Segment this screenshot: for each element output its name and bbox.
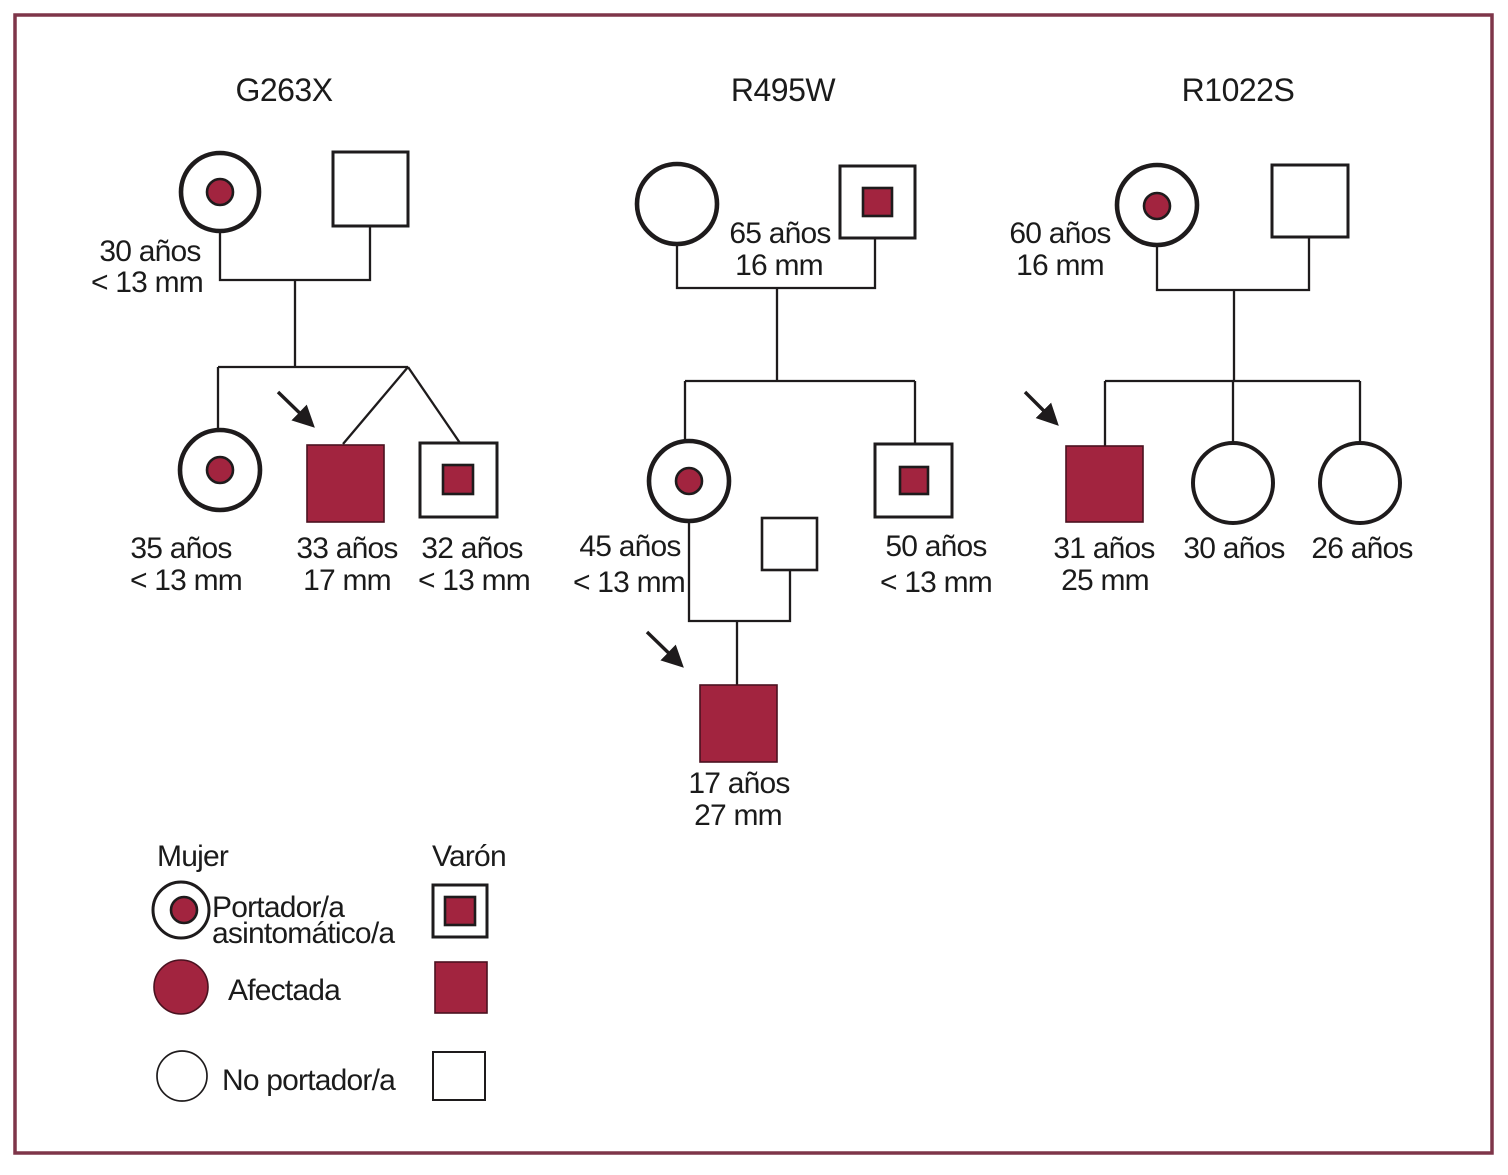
proband-arrow-icon [1023,390,1059,426]
age-label: 65 años [729,217,830,250]
legend-label: asintomático/a [212,917,395,950]
size-label: < 13 mm [130,564,242,597]
carrier-female-symbol [646,438,732,524]
affected-female-icon [153,959,209,1015]
age-label: 32 años [421,532,522,565]
legend: Mujer Varón Portador/a asintomático/a Af… [151,840,507,1102]
noncarrier-female-symbol [1318,441,1402,525]
noncarrier-male-symbol [331,150,410,228]
marriage-line [687,522,792,623]
size-label: 16 mm [735,249,823,282]
noncarrier-male-symbol [1270,163,1350,239]
age-label: 26 años [1311,532,1412,565]
pedigree-title: R495W [731,72,837,108]
age-label: 60 años [1009,217,1110,250]
carrier-dot-icon [674,466,704,496]
legend-label: Afectada [228,974,341,1007]
age-label: 33 años [296,532,397,565]
child-drop-line [342,366,409,445]
legend-label: No portador/a [222,1064,396,1097]
size-label: 17 mm [303,564,391,597]
noncarrier-male-icon [432,1051,486,1101]
legend-row-noncarrier: No portador/a [156,1050,486,1102]
pedigree-title: G263X [235,72,332,108]
noncarrier-female-icon [156,1050,208,1102]
size-label: < 13 mm [418,564,530,597]
marriage-line [218,226,372,282]
figure-border [13,13,1494,1155]
age-label: 45 años [579,530,680,563]
age-label: 31 años [1053,532,1154,565]
age-label: 50 años [885,530,986,563]
carrier-dot-icon [205,455,235,485]
size-label: 25 mm [1061,564,1149,597]
carrier-square-icon [861,186,894,218]
affected-male-symbol [306,444,385,523]
carrier-female-symbol [177,427,263,513]
affected-male-icon [434,961,488,1014]
carrier-square-icon [443,895,477,927]
age-label: 35 años [130,532,231,565]
pedigree-title: R1022S [1182,72,1295,108]
carrier-male-symbol [873,442,954,519]
size-label: 16 mm [1016,249,1104,282]
carrier-dot-icon [169,895,199,925]
noncarrier-male-symbol [760,516,819,572]
legend-row-carrier: Portador/a asintomático/a [151,880,489,950]
legend-female-header: Mujer [157,840,229,873]
carrier-square-icon [898,465,930,496]
size-label: < 13 mm [91,266,203,299]
size-label: < 13 mm [880,566,992,599]
carrier-female-symbol [178,150,262,234]
size-label: 27 mm [694,799,782,832]
affected-male-symbol [699,684,778,763]
legend-row-affected: Afectada [153,959,488,1015]
marriage-line [1155,238,1311,292]
carrier-square-icon [441,463,475,496]
size-label: < 13 mm [573,566,685,599]
age-label: 30 años [1183,532,1284,565]
carrier-male-symbol [418,441,499,519]
proband-arrow-icon [276,390,315,428]
legend-label: Portador/a [212,891,345,924]
age-label: 30 años [99,235,200,268]
pedigree-r1022s: R1022S 60 años 16 mm 31 años 25 mm 30 añ… [1009,72,1413,597]
child-drop-line [407,366,461,444]
age-label: 17 años [688,767,789,800]
legend-male-header: Varón [432,840,506,873]
carrier-female-symbol [1114,162,1200,248]
carrier-male-icon [431,883,489,939]
noncarrier-female-symbol [1191,441,1275,525]
proband-arrow-icon [645,630,684,668]
carrier-dot-icon [1142,191,1172,221]
pedigree-g263x: G263X 30 años < 13 mm 35 años < 13 mm 33… [91,72,531,597]
carrier-dot-icon [205,177,235,207]
noncarrier-female-symbol [634,161,720,247]
male-square [431,883,489,939]
carrier-male-symbol [838,164,917,240]
affected-male-symbol [1065,445,1144,523]
pedigree-r495w: R495W 65 años 16 mm 45 años < 13 mm [573,72,993,832]
